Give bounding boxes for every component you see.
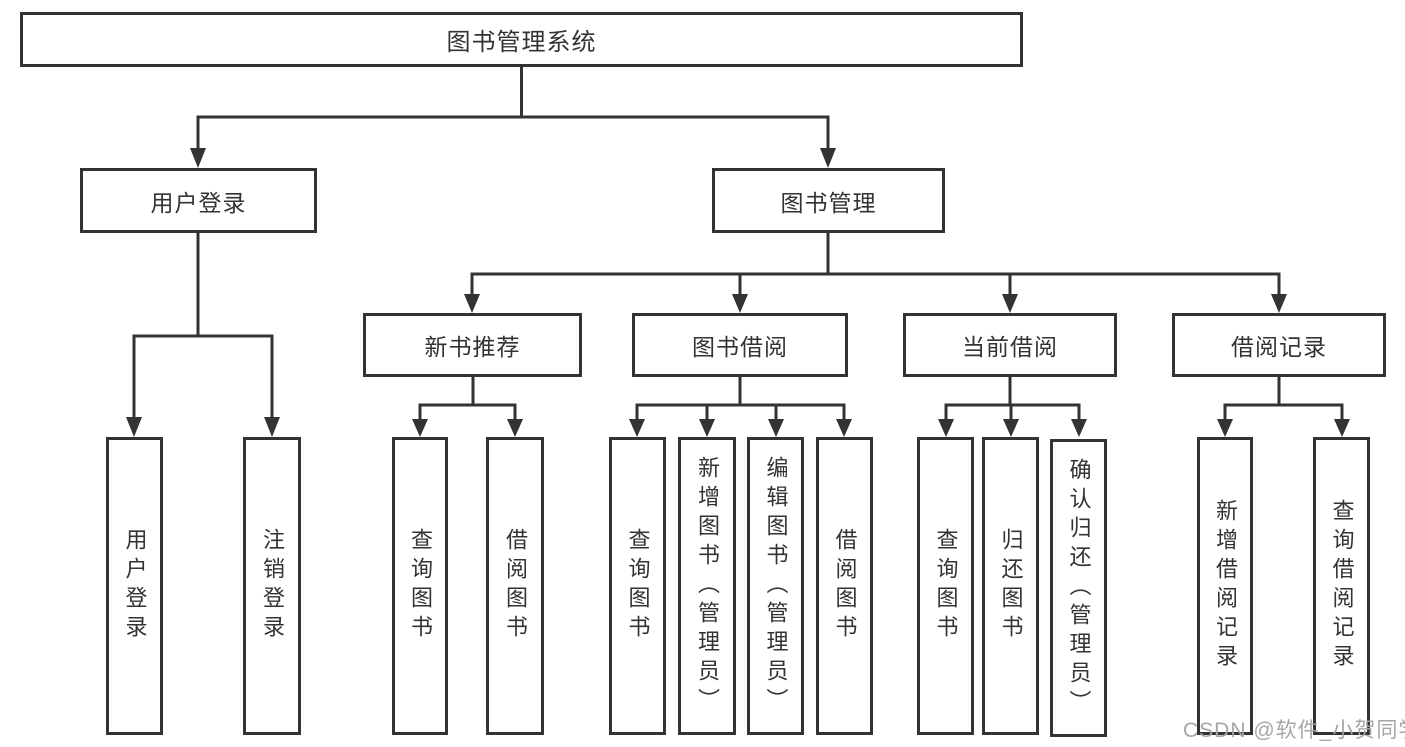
arrow-down-icon <box>264 417 280 437</box>
node-book-borrow: 图书借阅 <box>632 313 848 377</box>
node-borrow-record: 借阅记录 <box>1172 313 1386 377</box>
connector-new-book-recommend-children <box>412 377 523 437</box>
node-library-management-system: 图书管理系统 <box>20 12 1023 67</box>
arrow-down-icon <box>412 419 428 437</box>
arrow-down-icon <box>1003 419 1019 437</box>
arrow-down-icon <box>507 419 523 437</box>
arrow-down-icon <box>768 419 784 437</box>
arrow-down-icon <box>1334 419 1350 437</box>
arrow-down-icon <box>938 419 954 437</box>
leaf-cb-query-books: 查询图书 <box>917 437 974 735</box>
leaf-cb-return-books: 归还图书 <box>982 437 1039 735</box>
leaf-cb-confirm-return-admin: 确认归还（管理员） <box>1050 439 1107 737</box>
node-current-borrow: 当前借阅 <box>903 313 1117 377</box>
connector-book-borrow-children <box>629 377 852 437</box>
arrow-down-icon <box>1071 419 1087 437</box>
arrow-down-icon <box>1271 294 1287 313</box>
arrow-down-icon <box>464 294 480 313</box>
node-book-management: 图书管理 <box>712 168 945 233</box>
arrow-down-icon <box>629 419 645 437</box>
arrow-down-icon <box>699 419 715 437</box>
leaf-nbr-borrow-books: 借阅图书 <box>486 437 544 735</box>
arrow-down-icon <box>1002 294 1018 313</box>
leaf-bb-query-books: 查询图书 <box>609 437 666 735</box>
arrow-down-icon <box>126 417 142 437</box>
leaf-bb-edit-books-admin: 编辑图书（管理员） <box>747 437 804 735</box>
leaf-bb-add-books-admin: 新增图书（管理员） <box>678 437 736 735</box>
arrow-down-icon <box>190 148 206 168</box>
leaf-bb-borrow-books: 借阅图书 <box>816 437 873 735</box>
leaf-nbr-query-books: 查询图书 <box>392 437 448 735</box>
connector-book-management-to-level2 <box>464 233 1287 313</box>
arrow-down-icon <box>1217 419 1233 437</box>
watermark: CSDN @软件_小贺同学 <box>1183 719 1405 742</box>
connector-borrow-record-children <box>1217 377 1350 437</box>
arrow-down-icon <box>732 294 748 313</box>
connector-user-login-children <box>126 233 280 437</box>
connector-root-to-level1 <box>190 67 836 168</box>
leaf-user-login: 用户登录 <box>106 437 163 735</box>
node-new-book-recommend: 新书推荐 <box>363 313 582 377</box>
leaf-br-add-borrow-record: 新增借阅记录 <box>1197 437 1253 735</box>
leaf-br-query-borrow-record: 查询借阅记录 <box>1313 437 1370 735</box>
node-user-login: 用户登录 <box>80 168 317 233</box>
leaf-logout-login: 注销登录 <box>243 437 301 735</box>
arrow-down-icon <box>820 148 836 168</box>
arrow-down-icon <box>836 419 852 437</box>
connector-current-borrow-children <box>938 377 1087 437</box>
